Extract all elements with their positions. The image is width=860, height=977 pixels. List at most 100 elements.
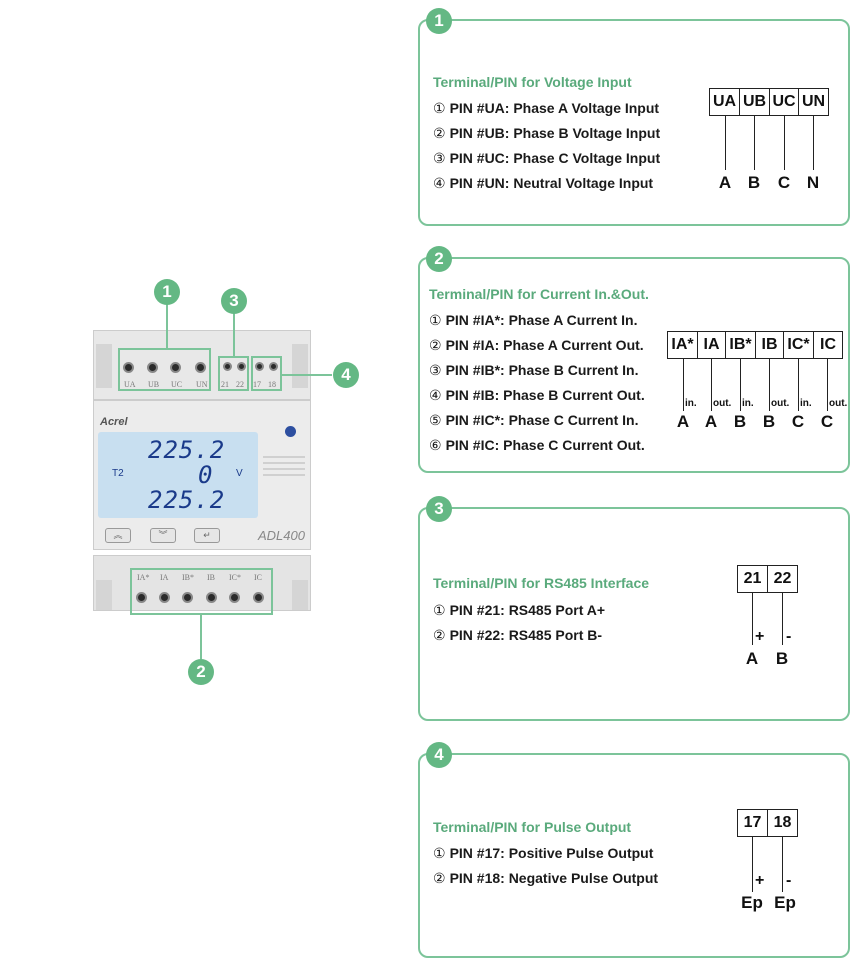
device-label-ia-in: IA* xyxy=(137,573,150,582)
pulse-terminal-18: 18 xyxy=(767,809,798,837)
rs485-sign-plus: + xyxy=(755,628,765,645)
screw-ia-out xyxy=(159,592,170,603)
callout-line-4 xyxy=(282,374,332,376)
current-end-5: C xyxy=(791,412,805,431)
screw-un xyxy=(195,362,206,373)
callout-box-voltage xyxy=(118,348,211,391)
lcd-unit: V xyxy=(236,468,243,479)
panel-badge-2: 2 xyxy=(426,246,452,272)
device-label-ib-out: IB xyxy=(207,573,215,582)
panel-pulse xyxy=(418,753,850,958)
meter-bottom-clip-left xyxy=(96,580,112,610)
screw-ia-in xyxy=(136,592,147,603)
callout-box-pulse xyxy=(251,356,282,391)
current-end-1: A xyxy=(676,412,690,431)
lcd-tag: T2 xyxy=(112,468,124,479)
screw-ic-out xyxy=(253,592,264,603)
device-spec-text xyxy=(263,452,305,488)
device-down-button[interactable]: ︾ xyxy=(150,528,176,543)
meter-clip-right xyxy=(292,344,308,388)
voltage-end-c: C xyxy=(777,173,791,192)
screw-21 xyxy=(223,362,232,371)
meter-bottom-clip-right xyxy=(292,580,308,610)
device-label-17: 17 xyxy=(253,380,261,389)
screw-18 xyxy=(269,362,278,371)
current-dir-3: in. xyxy=(742,398,754,409)
pulse-lead-plus xyxy=(752,837,753,892)
current-lead-3 xyxy=(740,359,741,411)
voltage-lead-n xyxy=(813,116,814,170)
callout-line-3 xyxy=(233,312,235,356)
lcd-display: 225.2 0 225.2 T2 V xyxy=(98,432,258,518)
device-model: ADL400 xyxy=(258,528,305,543)
panel-badge-4: 4 xyxy=(426,742,452,768)
device-up-button[interactable]: ︽ xyxy=(105,528,131,543)
device-label-21: 21 xyxy=(221,380,229,389)
voltage-lead-a xyxy=(725,116,726,170)
callout-line-1 xyxy=(166,303,168,348)
pulse-led-icon xyxy=(285,426,296,437)
pulse-sign-plus: + xyxy=(755,872,765,889)
screw-ic-in xyxy=(229,592,240,603)
device-label-uc: UC xyxy=(171,380,183,389)
device-enter-button[interactable]: ↵ xyxy=(194,528,220,543)
current-dir-2: out. xyxy=(713,398,732,409)
panel-voltage xyxy=(418,19,850,226)
rs485-terminal-22: 22 xyxy=(767,565,798,593)
device-label-un: UN xyxy=(196,380,208,389)
rs485-end-b: B xyxy=(775,649,789,668)
device-badge-4: 4 xyxy=(333,362,359,388)
screw-17 xyxy=(255,362,264,371)
screw-ua xyxy=(123,362,134,373)
screw-ub xyxy=(147,362,158,373)
current-dir-6: out. xyxy=(829,398,848,409)
callout-box-rs485 xyxy=(218,356,249,391)
current-end-2: A xyxy=(704,412,718,431)
current-end-3: B xyxy=(733,412,747,431)
rs485-end-a: A xyxy=(745,649,759,668)
panel-rs485 xyxy=(418,507,850,721)
screw-22 xyxy=(237,362,246,371)
meter-bottom-block xyxy=(93,555,311,611)
device-brand: Acrel xyxy=(100,416,128,428)
device-badge-2: 2 xyxy=(188,659,214,685)
voltage-terminal-ub: UB xyxy=(739,88,770,116)
current-terminal-ic-out: IC xyxy=(813,331,843,359)
screw-uc xyxy=(170,362,181,373)
panel-badge-3: 3 xyxy=(426,496,452,522)
current-dir-4: out. xyxy=(771,398,790,409)
current-lead-4 xyxy=(769,359,770,411)
voltage-end-n: N xyxy=(806,173,820,192)
panel-current xyxy=(418,257,850,473)
current-terminal-ia-in: IA* xyxy=(667,331,698,359)
device-label-ia-out: IA xyxy=(160,573,169,582)
rs485-lead-a xyxy=(752,593,753,645)
device-label-22: 22 xyxy=(236,380,244,389)
callout-box-current xyxy=(130,568,273,615)
pulse-lead-minus xyxy=(782,837,783,892)
voltage-terminal-uc: UC xyxy=(769,88,799,116)
meter-clip-left xyxy=(96,344,112,388)
screw-ib-in xyxy=(182,592,193,603)
device-badge-1: 1 xyxy=(154,279,180,305)
device-label-ub: UB xyxy=(148,380,160,389)
device-label-ic-in: IC* xyxy=(229,573,241,582)
lcd-row-1: 225.2 xyxy=(148,436,226,464)
voltage-terminal-un: UN xyxy=(798,88,829,116)
panel-badge-1: 1 xyxy=(426,8,452,34)
pulse-end-minus: Ep xyxy=(774,893,796,912)
voltage-end-a: A xyxy=(718,173,732,192)
voltage-end-b: B xyxy=(747,173,761,192)
